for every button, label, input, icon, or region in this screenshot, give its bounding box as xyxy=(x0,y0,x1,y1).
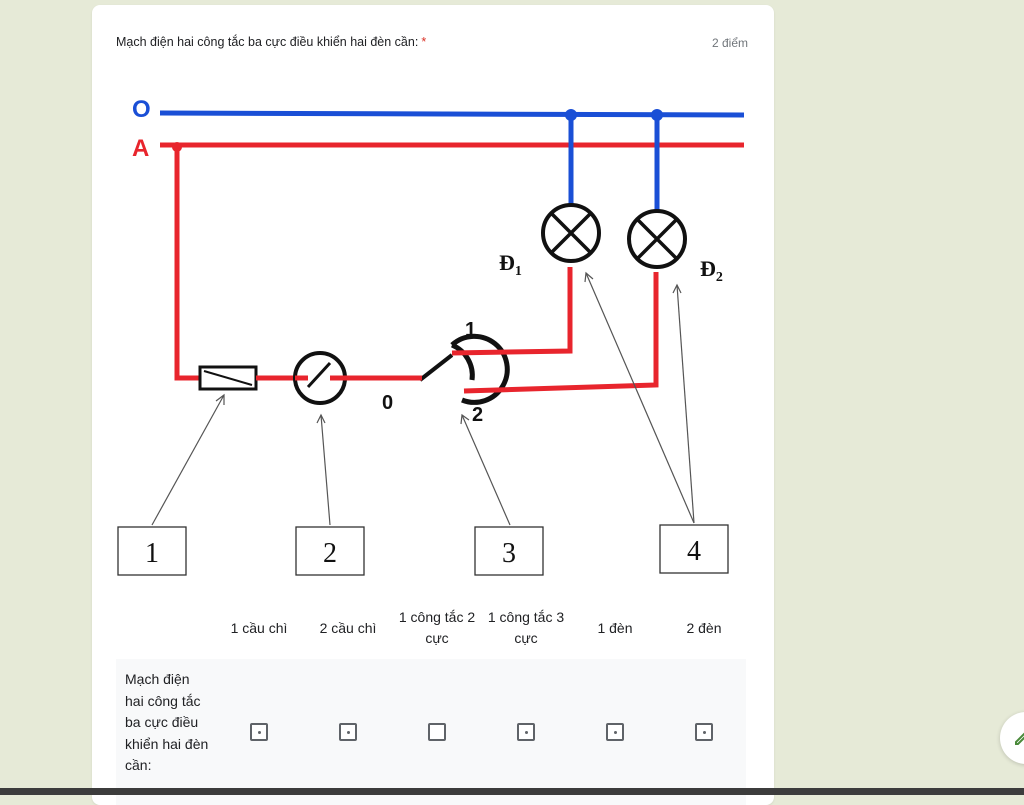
grid-row: Mạch điện hai công tắc ba cực điều khiển… xyxy=(116,659,746,805)
row-label: Mạch điện hai công tắc ba cực điều khiển… xyxy=(125,671,209,773)
column-header-5: 1 đèn xyxy=(597,620,633,636)
junction-lamp2 xyxy=(651,109,663,121)
bottom-scroll-bar xyxy=(0,788,1024,795)
required-asterisk: * xyxy=(421,35,427,49)
junction-lamp1 xyxy=(565,109,577,121)
neutral-wire xyxy=(159,110,745,118)
question-title: Mạch điện hai công tắc ba cực điều khiển… xyxy=(116,35,427,49)
callout-box-2 xyxy=(295,526,365,576)
lamp2-label: Đ2 xyxy=(700,256,723,285)
lamp1-label: Đ1 xyxy=(499,250,522,279)
question-points: 2 điểm xyxy=(711,36,748,50)
checkbox-col-5[interactable] xyxy=(606,723,624,741)
terminal-1: 1 xyxy=(465,319,476,341)
label-o: O xyxy=(132,96,151,123)
pencil-icon xyxy=(1015,732,1024,745)
edit-side-button[interactable] xyxy=(1000,712,1024,764)
checkbox-col-4[interactable] xyxy=(517,723,535,741)
callout-number-4: 4 xyxy=(687,536,701,567)
checkbox-col-1[interactable] xyxy=(250,723,268,741)
question-card: Mạch điện hai công tắc ba cực điều khiển… xyxy=(92,5,774,805)
callout-box-4 xyxy=(659,524,729,574)
label-a: A xyxy=(132,135,149,162)
column-header-2: 2 cầu chì xyxy=(319,620,377,636)
checkbox-col-6[interactable] xyxy=(695,723,713,741)
callout-box-1 xyxy=(117,526,187,576)
callout-arrows xyxy=(151,271,695,526)
column-header-6: 2 đèn xyxy=(686,620,722,636)
checkbox-col-2[interactable] xyxy=(339,723,357,741)
callout-number-1: 1 xyxy=(145,538,159,569)
wire-t2-lamp2 xyxy=(463,272,659,394)
column-header-4: 1 công tắc 3 cực xyxy=(487,609,565,646)
callout-number-3: 3 xyxy=(502,538,516,569)
column-header-3: 1 công tắc 2 cực xyxy=(398,609,476,646)
checkbox-col-3[interactable] xyxy=(428,723,446,741)
callout-number-2: 2 xyxy=(323,538,337,569)
terminal-2: 2 xyxy=(472,404,483,426)
column-header-1: 1 cầu chì xyxy=(230,620,288,636)
phase-drop-wire xyxy=(174,147,200,381)
callout-box-3 xyxy=(474,526,544,576)
terminal-0: 0 xyxy=(382,392,393,414)
circuit-diagram: O A 0 1 2 Đ1 xyxy=(117,96,745,576)
wire-t1-lamp1 xyxy=(451,267,573,356)
